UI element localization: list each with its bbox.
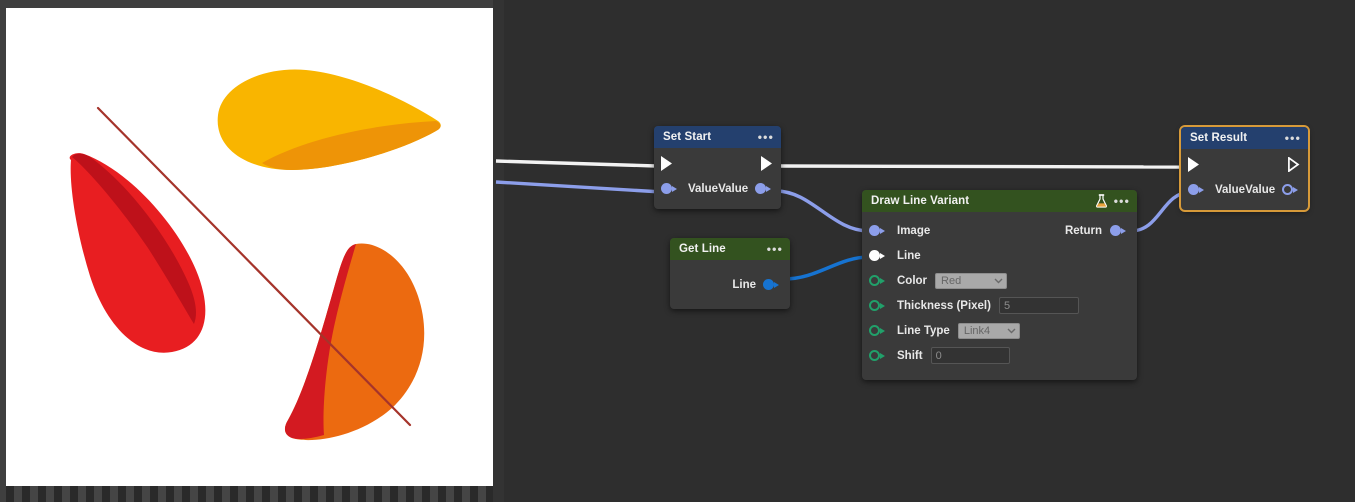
preview-left-edge: [0, 8, 6, 502]
line-type-input-pin-nub: [880, 327, 889, 334]
exec-out-arrow-icon[interactable]: [1288, 157, 1301, 172]
shift-input-field[interactable]: 0: [930, 347, 1010, 364]
line-output-label: Line: [732, 278, 756, 291]
line-type-input-pin[interactable]: [869, 325, 880, 336]
exec-in-arrow-icon[interactable]: [661, 156, 674, 171]
node-set-result[interactable]: Set Result ••• Value Value: [1181, 127, 1308, 210]
thickness-input-label: Thickness (Pixel): [897, 299, 991, 312]
chevron-down-icon: [1007, 328, 1016, 334]
image-input-pin-nub: [880, 227, 889, 234]
shift-input-pin[interactable]: [869, 350, 880, 361]
node-menu-icon[interactable]: •••: [766, 242, 783, 256]
value-input-pin[interactable]: [1188, 184, 1199, 195]
value-output-pin[interactable]: [755, 183, 767, 194]
preview-right-edge: [493, 0, 504, 502]
node-set-start-body: Value Value: [654, 148, 781, 209]
node-get-line-body: Line: [670, 260, 790, 309]
color-select[interactable]: Red: [935, 272, 1008, 289]
line-input-pin[interactable]: [869, 250, 880, 261]
node-get-line[interactable]: Get Line ••• Line: [670, 238, 790, 309]
node-set-start-title: Set Start: [663, 131, 712, 143]
value-output-pin[interactable]: [1282, 184, 1294, 195]
exec-out-arrow-icon[interactable]: [761, 156, 774, 171]
node-menu-icon[interactable]: •••: [1113, 194, 1130, 208]
value-output-pin-nub: [766, 185, 775, 192]
node-set-start-header[interactable]: Set Start •••: [654, 126, 781, 148]
shift-input-pin-nub: [880, 352, 889, 359]
value-input-pin-nub: [672, 185, 681, 192]
color-select-value: Red: [941, 274, 962, 287]
preview-canvas[interactable]: [6, 8, 493, 492]
preview-top-bar: [0, 0, 504, 8]
line-type-select[interactable]: Link4: [957, 322, 1020, 339]
value-output-label: Value: [718, 182, 749, 195]
exec-row: [1181, 149, 1308, 177]
line-input-label: Line: [897, 249, 921, 262]
line-input-pin-nub: [880, 252, 889, 259]
node-set-result-header[interactable]: Set Result •••: [1181, 127, 1308, 149]
node-draw-line-variant-header[interactable]: Draw Line Variant •••: [862, 190, 1137, 212]
preview-bottom-edge: [6, 486, 493, 502]
color-input-pin[interactable]: [869, 275, 880, 286]
node-menu-icon[interactable]: •••: [757, 130, 774, 144]
line-pin-row: Line: [670, 272, 790, 297]
node-bottom-pad: [670, 297, 790, 309]
value-input-pin[interactable]: [661, 183, 672, 194]
thickness-input-field[interactable]: 5: [998, 297, 1079, 314]
node-set-result-body: Value Value: [1181, 149, 1308, 210]
chevron-down-icon: [994, 278, 1003, 284]
node-draw-line-variant-body: Image Return Line Color Re: [862, 212, 1137, 380]
flask-icon: [1095, 194, 1108, 208]
value-input-pin-nub: [1199, 186, 1208, 193]
line-output-pin[interactable]: [763, 279, 774, 290]
value-input-label: Value: [1215, 183, 1246, 196]
node-bottom-pad: [1181, 202, 1308, 210]
exec-row: [654, 148, 781, 176]
return-output-pin[interactable]: [1110, 225, 1121, 236]
red-petal-shape: [69, 153, 206, 353]
value-output-label: Value: [1245, 183, 1276, 196]
orange-petal-shape: [284, 243, 425, 441]
node-draw-line-variant-title: Draw Line Variant: [871, 195, 970, 207]
line-output-pin-nub: [774, 281, 783, 288]
node-top-pad: [670, 260, 790, 272]
thickness-input-pin[interactable]: [869, 300, 880, 311]
image-pin-row: Image Return: [862, 218, 1137, 243]
value-pin-row: Value Value: [654, 176, 781, 201]
color-input-label: Color: [897, 274, 928, 287]
line-type-input-label: Line Type: [897, 324, 950, 337]
node-draw-line-variant[interactable]: Draw Line Variant ••• Image Return: [862, 190, 1137, 380]
node-set-result-title: Set Result: [1190, 132, 1248, 144]
value-pin-row: Value Value: [1181, 177, 1308, 202]
node-get-line-header[interactable]: Get Line •••: [670, 238, 790, 260]
value-input-label: Value: [688, 182, 719, 195]
thickness-input-pin-nub: [880, 302, 889, 309]
line-type-pin-row: Line Type Link4: [862, 318, 1137, 343]
yellow-petal-shape: [217, 69, 441, 170]
shift-input-label: Shift: [897, 349, 923, 362]
node-bottom-pad: [654, 201, 781, 209]
node-menu-icon[interactable]: •••: [1284, 131, 1301, 145]
return-output-label: Return: [1064, 224, 1102, 237]
color-input-pin-nub: [880, 277, 889, 284]
image-input-pin[interactable]: [869, 225, 880, 236]
value-output-pin-nub: [1293, 186, 1302, 193]
line-pin-row: Line: [862, 243, 1137, 268]
exec-in-arrow-icon[interactable]: [1188, 157, 1201, 172]
line-type-select-value: Link4: [963, 324, 991, 337]
node-get-line-title: Get Line: [679, 243, 726, 255]
image-input-label: Image: [897, 224, 931, 237]
node-set-start[interactable]: Set Start ••• Value Value: [654, 126, 781, 209]
drawn-line: [96, 106, 412, 427]
return-output-pin-nub: [1121, 227, 1130, 234]
shift-pin-row: Shift 0: [862, 343, 1137, 368]
thickness-pin-row: Thickness (Pixel) 5: [862, 293, 1137, 318]
color-pin-row: Color Red: [862, 268, 1137, 293]
image-preview-panel: [0, 0, 504, 502]
